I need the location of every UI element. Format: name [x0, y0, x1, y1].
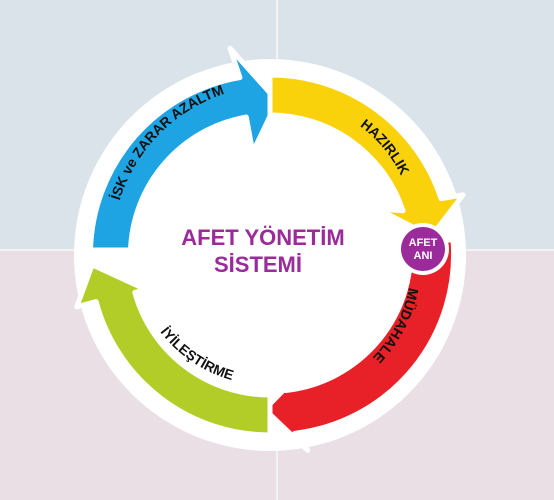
arrow-risk-zarar-azaltma: [88, 45, 280, 253]
badge-line2: ANI: [414, 250, 433, 262]
center-title-line1: AFET YÖNETİM: [181, 225, 344, 250]
afet-ani-badge-circle: [401, 227, 445, 271]
arrow-iyilestirme: [74, 262, 273, 438]
center-disc: [161, 146, 375, 360]
arrow-mudahale: [262, 237, 457, 453]
badge-line1: AFET: [409, 237, 438, 249]
afet-ani-badge: AFET ANI: [397, 223, 449, 275]
arrow-hazirlik: [267, 72, 466, 239]
center-title-line2: SİSTEMİ: [214, 252, 302, 277]
